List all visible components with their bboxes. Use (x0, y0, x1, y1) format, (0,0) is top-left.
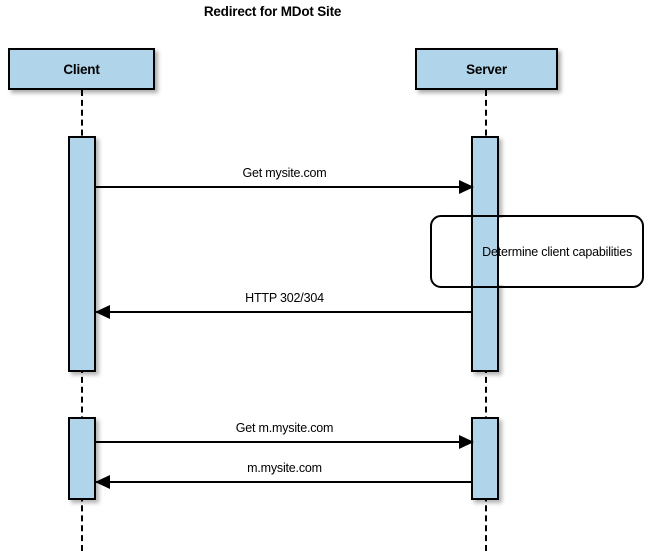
participant-label-server: Server (466, 61, 507, 77)
diagram-title: Redirect for MDot Site (203, 4, 342, 19)
activation-bar-client-2 (68, 417, 96, 500)
message-label-3: Get m.mysite.com (235, 421, 334, 435)
participant-label-client: Client (63, 61, 100, 77)
note-label: Determine client capabilities (482, 244, 632, 259)
arrowhead-left-icon (95, 474, 110, 489)
note-interior-left (433, 218, 471, 285)
activation-bar-server-1 (471, 136, 499, 372)
message-line-1 (96, 186, 473, 188)
message-line-3 (96, 441, 473, 443)
note-interior-right (499, 218, 641, 285)
activation-bar-client-1 (68, 136, 96, 372)
message-line-2 (96, 311, 473, 313)
message-line-4 (96, 481, 473, 483)
note-determine-client-capabilities: Determine client capabilities (430, 215, 644, 288)
arrowhead-right-icon (459, 179, 474, 194)
arrowhead-left-icon (95, 304, 110, 319)
message-label-2: HTTP 302/304 (245, 291, 324, 305)
participant-box-server[interactable]: Server (415, 48, 558, 90)
arrowhead-right-icon (459, 434, 474, 449)
activation-bar-server-2 (471, 417, 499, 500)
message-label-1: Get mysite.com (242, 166, 327, 180)
message-label-4: m.mysite.com (247, 461, 322, 475)
participant-box-client[interactable]: Client (8, 48, 155, 90)
